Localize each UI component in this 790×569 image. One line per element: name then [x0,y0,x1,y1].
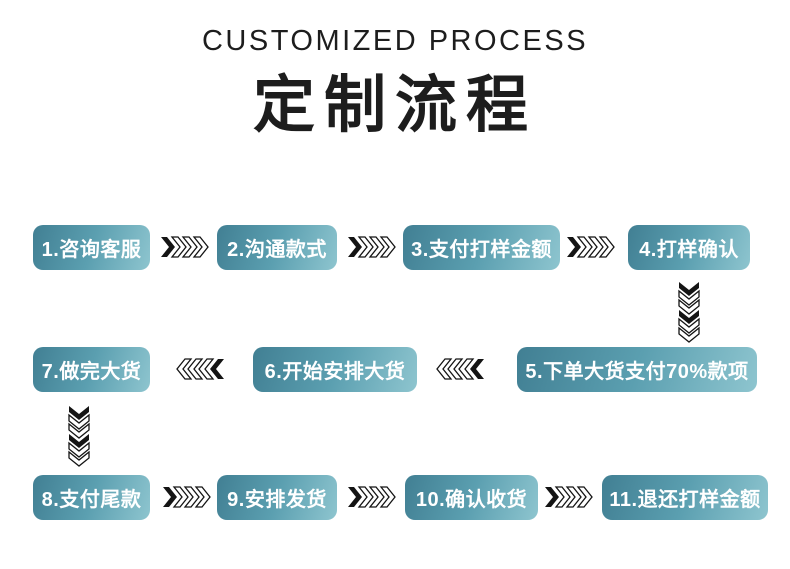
step-box-10: 10.确认收货 [405,475,538,520]
chevrons-right-icon [161,236,209,258]
chevrons-down-icon [678,282,700,343]
step-box-6: 6.开始安排大货 [253,347,417,392]
step-box-9: 9.安排发货 [217,475,337,520]
page-title: 定制流程 [252,71,537,140]
chevrons-right-icon [348,486,396,508]
chevrons-right-icon [163,486,211,508]
step-box-1: 1.咨询客服 [33,225,150,270]
step-box-7: 7.做完大货 [33,347,150,392]
step-box-11: 11.退还打样金额 [602,475,768,520]
step-box-8: 8.支付尾款 [33,475,150,520]
subtitle-en: CUSTOMIZED PROCESS [201,25,589,57]
chevrons-left-icon [436,358,484,380]
step-box-2: 2.沟通款式 [217,225,337,270]
chevrons-left-icon [176,358,224,380]
step-box-5: 5.下单大货支付70%款项 [517,347,757,392]
chevrons-right-icon [348,236,396,258]
step-box-3: 3.支付打样金额 [403,225,560,270]
step-box-4: 4.打样确认 [628,225,750,270]
chevrons-right-icon [567,236,615,258]
chevrons-right-icon [545,486,593,508]
chevrons-down-icon [68,406,90,467]
